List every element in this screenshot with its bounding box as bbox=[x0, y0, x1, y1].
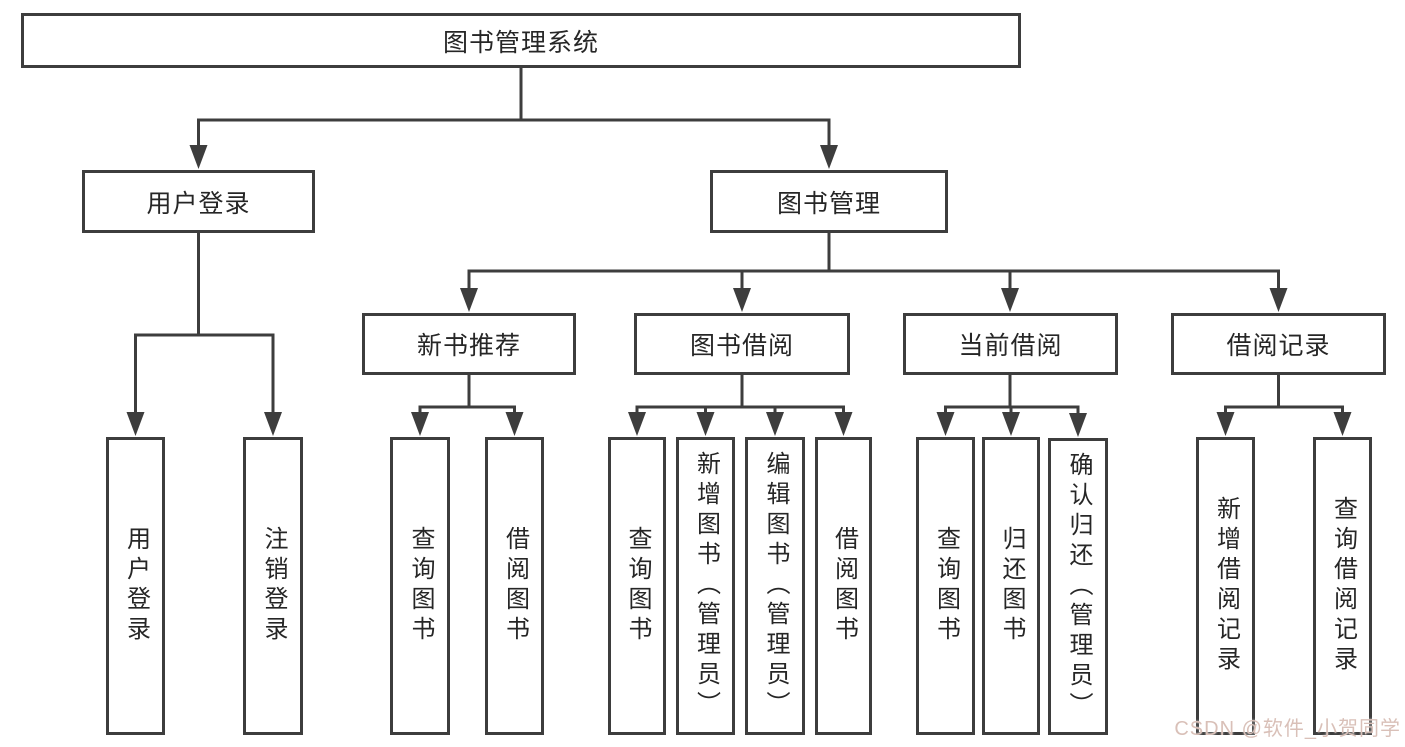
leaf-label: 查询图书 bbox=[624, 526, 651, 646]
leaf-logout: 注销登录 bbox=[243, 437, 303, 735]
leaf-query-book-newbook: 查询图书 bbox=[390, 437, 450, 735]
node-label: 用户登录 bbox=[146, 189, 251, 218]
leaf-label: 借阅图书 bbox=[830, 526, 858, 646]
node-user-login: 用户登录 bbox=[82, 170, 315, 233]
leaf-label: 借阅图书 bbox=[501, 526, 529, 646]
leaf-query-book-current: 查询图书 bbox=[916, 437, 975, 735]
node-label: 借阅记录 bbox=[1226, 332, 1331, 360]
node-book-management: 图书管理 bbox=[710, 170, 948, 233]
leaf-label: 查询图书 bbox=[407, 526, 434, 646]
leaf-label: 新增借阅记录 bbox=[1212, 496, 1240, 676]
leaf-user-login: 用户登录 bbox=[106, 437, 165, 735]
node-book-borrow: 图书借阅 bbox=[634, 313, 850, 375]
leaf-label: 编辑图书（管理员） bbox=[762, 451, 789, 721]
leaf-add-book-admin: 新增图书（管理员） bbox=[676, 437, 735, 735]
node-label: 图书管理 bbox=[776, 189, 881, 218]
leaf-borrow-book-newbook: 借阅图书 bbox=[485, 437, 544, 735]
leaf-borrow-book-borrow: 借阅图书 bbox=[815, 437, 872, 735]
leaf-add-borrow-record: 新增借阅记录 bbox=[1196, 437, 1255, 735]
leaf-label: 查询图书 bbox=[932, 526, 960, 646]
leaf-label: 归还图书 bbox=[998, 526, 1025, 646]
node-borrow-records: 借阅记录 bbox=[1171, 313, 1386, 375]
node-library-system: 图书管理系统 bbox=[21, 13, 1021, 68]
leaf-edit-book-admin: 编辑图书（管理员） bbox=[745, 437, 805, 735]
leaf-confirm-return-admin: 确认归还（管理员） bbox=[1048, 438, 1108, 735]
node-new-book-recommend: 新书推荐 bbox=[362, 313, 576, 375]
node-label: 图书管理系统 bbox=[442, 28, 599, 57]
leaf-label: 确认归还（管理员） bbox=[1065, 451, 1092, 722]
leaf-label: 新增图书（管理员） bbox=[692, 451, 720, 721]
node-label: 新书推荐 bbox=[416, 332, 521, 360]
leaf-return-book: 归还图书 bbox=[982, 437, 1040, 735]
leaf-query-borrow-record: 查询借阅记录 bbox=[1313, 437, 1372, 735]
leaf-label: 用户登录 bbox=[122, 526, 150, 646]
leaf-query-book-borrow: 查询图书 bbox=[608, 437, 666, 735]
watermark: CSDN @软件_小贺同学 bbox=[1174, 718, 1401, 740]
leaf-label: 注销登录 bbox=[260, 526, 287, 646]
node-label: 图书借阅 bbox=[689, 332, 794, 360]
node-current-borrow: 当前借阅 bbox=[903, 313, 1118, 375]
node-label: 当前借阅 bbox=[958, 332, 1063, 360]
leaf-label: 查询借阅记录 bbox=[1329, 496, 1357, 676]
